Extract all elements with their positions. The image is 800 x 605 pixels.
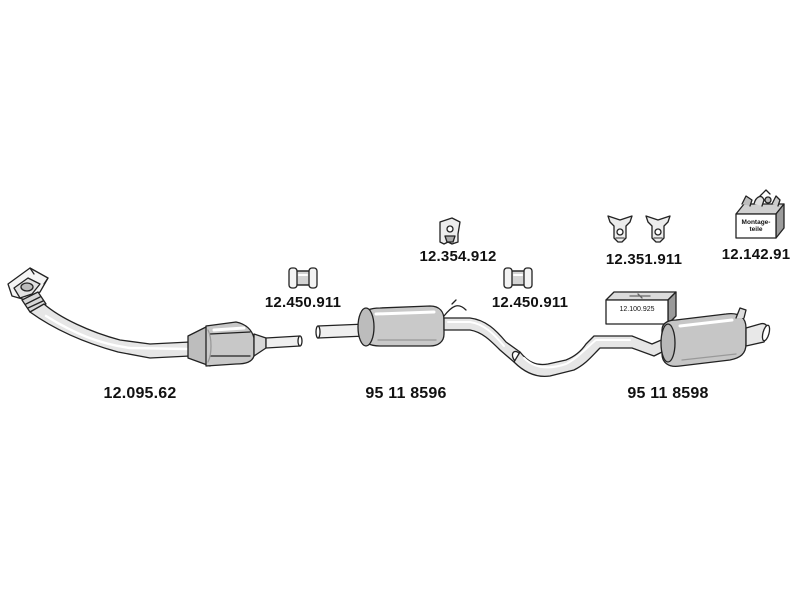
label-hanger-pair: 12.351.911 bbox=[605, 251, 683, 268]
label-front-pipe: 12.095.62 bbox=[103, 385, 177, 402]
mounting-kit-box-line2: teile bbox=[749, 226, 763, 233]
middle-silencer-illustration bbox=[315, 299, 523, 364]
clamp-left-illustration bbox=[288, 267, 318, 289]
label-hanger-center: 12.354.912 bbox=[419, 248, 497, 265]
mounting-kit-box-line1: Montage- bbox=[741, 219, 771, 226]
label-middle-silencer: 95 11 8596 bbox=[365, 385, 447, 402]
parts-box-illustration bbox=[605, 291, 677, 325]
hanger-center-illustration bbox=[439, 217, 461, 245]
hanger-pair-illustration bbox=[607, 215, 671, 243]
mounting-kit-box-text: Montage- teile bbox=[742, 219, 771, 233]
parts-box-label: 12.100.925 bbox=[619, 306, 655, 313]
clamp-right-illustration bbox=[503, 267, 533, 289]
label-clamp-left: 12.450.911 bbox=[264, 294, 342, 311]
label-mounting-kit: 12.142.91 bbox=[721, 246, 791, 263]
rear-silencer-illustration bbox=[513, 307, 771, 378]
label-rear-silencer: 95 11 8598 bbox=[627, 385, 709, 402]
front-pipe-with-catalyst bbox=[7, 267, 303, 367]
mounting-kit-illustration bbox=[735, 189, 785, 239]
label-clamp-right: 12.450.911 bbox=[491, 294, 569, 311]
